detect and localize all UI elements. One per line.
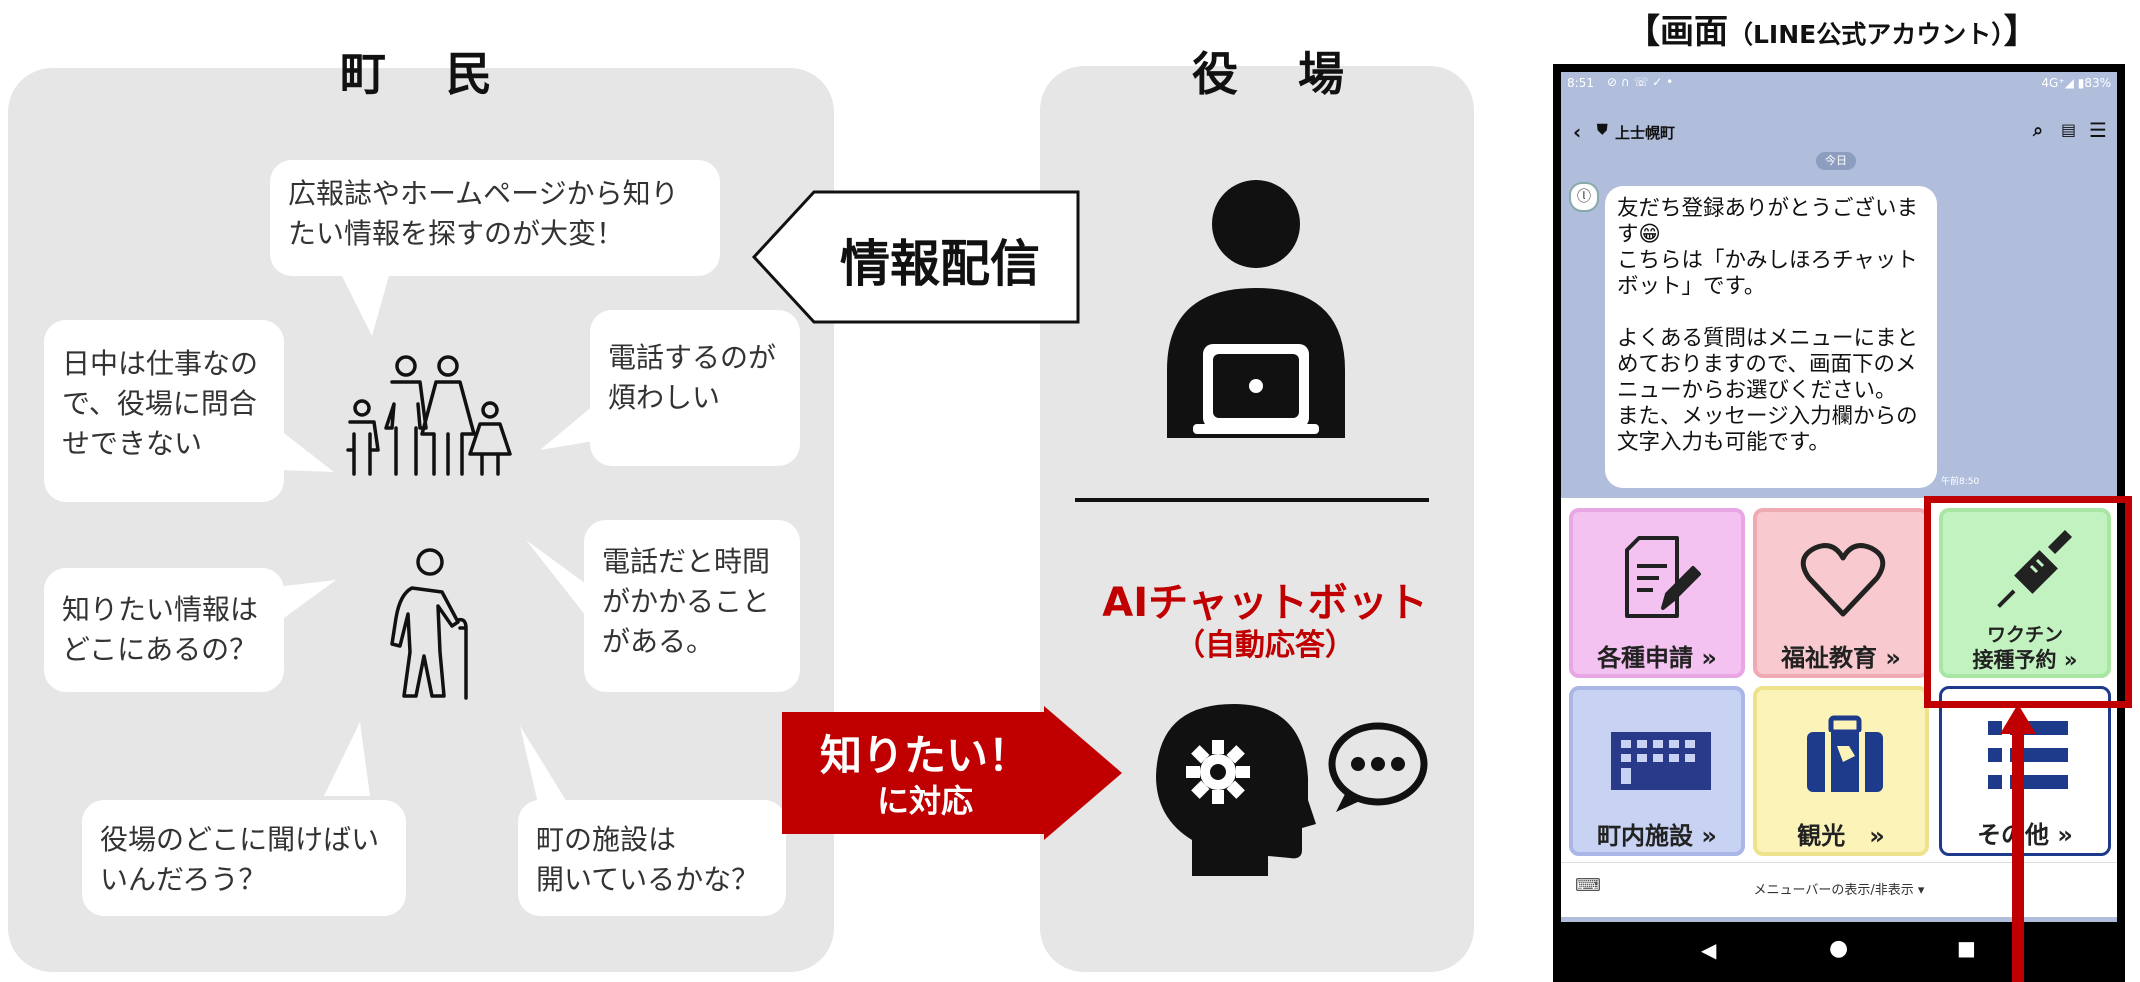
menu-label-vaccine-1: ワクチン [1986,624,2063,646]
search-icon[interactable]: ⌕ [2033,120,2044,141]
shield-icon: ⛊ [1597,122,1608,138]
menu-label-applications: 各種申請 » [1597,644,1717,672]
status-icons: ⊘ ∩ ☏ ✓ • [1607,75,1674,89]
menu-tile-facilities[interactable]: 町内施設 » [1569,686,1745,856]
speech-bubble-working-hours: 日中は仕事なの で、役場に問合 せできない [44,320,284,502]
status-time: 8:51 [1567,76,1594,90]
list-icon [1988,721,2068,789]
bubble-tails [280,272,600,820]
respond-label: に対応 [876,782,973,820]
syringe-icon [1997,529,2073,608]
speech-bubble-which-department: 役場のどこに聞けばい いんだろう？ [82,800,406,916]
menu-label-tourism: 観光 » [1797,822,1885,850]
family-icon [346,355,512,476]
speech-bubble-phone-bother: 電話するのが 煩わしい [590,310,800,466]
want-to-know-label: 知りたい！ [819,731,1030,780]
vaccine-highlight-box [1924,496,2132,708]
status-signal-battery: 4G⁺◢ ▮83% [2041,76,2111,90]
nav-home-icon[interactable]: ● [1829,936,1849,961]
speech-bubble-phone-time: 電話だと時間 がかかること がある。 [584,520,800,692]
heart-icon [1800,543,1886,617]
menu-label-vaccine-2: 接種予約 » [1972,648,2078,672]
android-nav-bar: ◀ ● ■ [1561,922,2117,982]
nav-back-icon[interactable]: ◀ [1701,938,1717,962]
residents-heading: 町 民 [340,47,515,101]
menu-label-other: その他 » [1977,821,2073,849]
info-delivery-arrow [751,190,1080,324]
bot-avatar: ⓛ [1569,182,1599,212]
staff-laptop-icon [1167,180,1345,438]
line-chat-screen: 8:51 ⊘ ∩ ☏ ✓ • 4G⁺◢ ▮83% ‹ ⛊ 上士幌町 ⌕ ▤ ☰ … [1561,72,2117,982]
menu-icon[interactable]: ☰ [2089,118,2107,142]
menu-tile-applications[interactable]: 各種申請 » [1569,508,1745,678]
back-chevron-icon[interactable]: ‹ [1573,120,1582,144]
info-delivery-label: 情報配信 [840,235,1040,293]
document-edit-icon [1625,536,1701,618]
screen-caption-end: 】 [2003,12,2038,52]
screen-caption-sub: （LINE公式アカウント） [1728,20,2004,49]
want-to-know-arrow [782,706,1122,840]
menu-tile-welfare[interactable]: 福祉教育 » [1753,508,1929,678]
suitcase-icon [1807,715,1883,792]
message-time: 午前8:50 [1941,477,1980,487]
menu-tile-other[interactable]: その他 » [1939,686,2111,856]
highlight-arrow [2000,704,2036,982]
chat-message-bubble: 友だち登録ありがとうございま す😁 こちらは「かみしほろチャット ボット」です。… [1605,186,1937,488]
speech-bubble-where-info: 知りたい情報は どこにあるの？ [44,568,284,692]
menu-tile-vaccine[interactable]: ワクチン 接種予約 » [1939,508,2111,678]
speech-bubble-facility-open: 町の施設は 開いているかな？ [518,800,786,916]
screen-caption-main: 【画面 [1626,12,1728,52]
menu-label-facilities: 町内施設 » [1597,822,1717,850]
screen-caption: 【画面（LINE公式アカウント）】 [1626,4,2136,53]
building-icon [1611,732,1711,790]
nav-recents-icon[interactable]: ■ [1957,936,1976,960]
elderly-person-icon [390,548,468,700]
phone-frame: 8:51 ⊘ ∩ ☏ ✓ • 4G⁺◢ ▮83% ‹ ⛊ 上士幌町 ⌕ ▤ ☰ … [1553,64,2125,982]
chatbot-subtitle: （自動応答） [1175,628,1355,663]
office-heading: 役 場 [1192,47,1367,101]
keyboard-icon[interactable]: ⌨ [1575,875,1601,896]
menubar-toggle-label[interactable]: メニューバーの表示/非表示 ▾ [1753,883,1925,898]
menu-bar-toggle-row: ⌨ メニューバーの表示/非表示 ▾ [1561,862,2117,917]
speech-dots-icon [1328,722,1428,812]
chat-header: ‹ ⛊ 上士幌町 ⌕ ▤ ☰ [1561,114,2117,152]
account-name: 上士幌町 [1615,124,1676,142]
speech-bubble-pr-magazine: 広報誌やホームページから知り たい情報を探すのが大変！ [270,160,720,276]
date-badge: 今日 [1816,152,1856,170]
menu-tile-tourism[interactable]: 観光 » [1753,686,1929,856]
divider-line [1075,498,1429,502]
chatbot-title: AIチャットボット [1102,580,1428,626]
notes-icon[interactable]: ▤ [2061,120,2077,139]
status-bar: 8:51 ⊘ ∩ ☏ ✓ • 4G⁺◢ ▮83% [1561,72,2117,96]
ai-head-gear-icon [1156,704,1316,876]
menu-label-welfare: 福祉教育 » [1781,644,1901,672]
